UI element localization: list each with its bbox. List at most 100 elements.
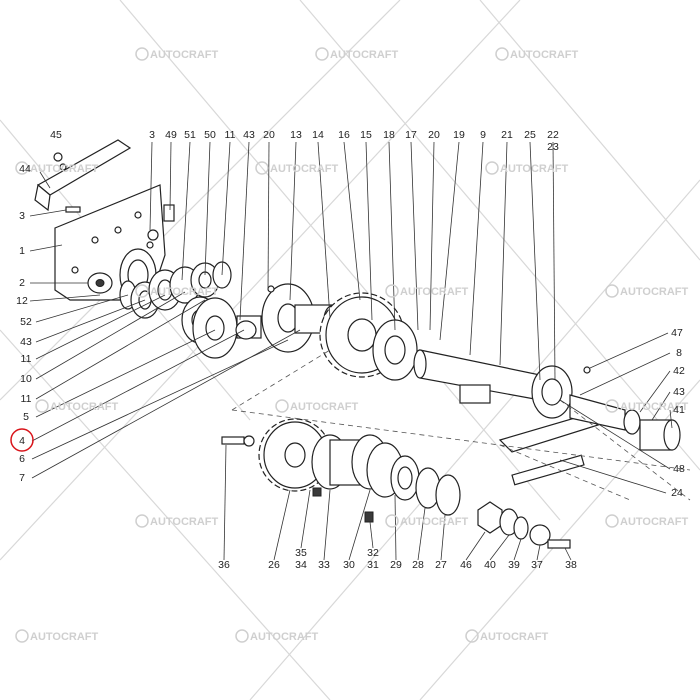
leader-line — [417, 507, 426, 561]
leader-line — [239, 141, 250, 321]
leader-line — [343, 141, 361, 301]
part-label: 49 — [165, 129, 177, 141]
watermark-text: AUTOCRAFT — [620, 401, 689, 413]
watermark-mark: AUTOCRAFT — [485, 161, 569, 175]
watermark-mark: AUTOCRAFT — [275, 399, 359, 413]
leader-line — [651, 391, 671, 421]
watermark-mark: AUTOCRAFT — [135, 284, 219, 298]
part-label: 20 — [428, 129, 440, 141]
part-label: 15 — [360, 129, 372, 141]
part-label: 5 — [23, 411, 29, 423]
watermark-mark: AUTOCRAFT — [315, 47, 399, 61]
watermark-logo-icon — [495, 47, 509, 61]
main-shaft — [413, 349, 541, 404]
leader-line — [465, 531, 486, 561]
leader-line — [149, 141, 153, 231]
watermark-texts: AUTOCRAFT AUTOCRAFT AUTOCRAFT AUTOCRAFT AUTO… — [15, 47, 689, 643]
leader-line — [29, 244, 63, 252]
leader-line — [223, 444, 227, 561]
part-label: 43 — [20, 336, 32, 348]
screw-3-left — [65, 206, 81, 213]
leader-line — [204, 141, 211, 276]
part-label: 12 — [16, 295, 28, 307]
watermark-text: AUTOCRAFT — [510, 49, 579, 61]
part-label: 37 — [531, 559, 543, 571]
part-label: 43 — [673, 386, 685, 398]
watermark-logo-icon — [315, 47, 329, 61]
watermark-text: AUTOCRAFT — [330, 49, 399, 61]
leader-line — [181, 141, 191, 281]
watermark-text: AUTOCRAFT — [400, 286, 469, 298]
leader-line — [289, 141, 297, 301]
splined-shaft-end — [569, 366, 681, 451]
leader-line — [35, 299, 206, 400]
part-label: 42 — [673, 365, 685, 377]
leader-line — [348, 489, 371, 561]
watermark-mark: AUTOCRAFT — [15, 161, 99, 175]
leader-line — [552, 141, 556, 381]
watermark-logo-icon — [135, 47, 149, 61]
watermark-mark: AUTOCRAFT — [385, 284, 469, 298]
leader-line — [29, 294, 101, 302]
watermark-mark: AUTOCRAFT — [495, 47, 579, 61]
part-label: 16 — [338, 129, 350, 141]
leader-line — [513, 538, 522, 561]
part-label: 30 — [343, 559, 355, 571]
leader-line — [31, 329, 301, 479]
watermark-text: AUTOCRAFT — [50, 401, 119, 413]
part-label: 19 — [453, 129, 465, 141]
part-label: 4 — [19, 435, 25, 447]
part-label: 41 — [673, 404, 685, 416]
watermark-logo-icon — [15, 629, 29, 643]
freewheel-drum — [311, 434, 461, 523]
leader-line — [469, 141, 484, 356]
leader-line — [639, 370, 671, 413]
watermark-logo-icon — [255, 161, 269, 175]
part-label: 35 — [295, 547, 307, 559]
leader-line — [394, 494, 397, 561]
part-label: 11 — [225, 129, 236, 141]
part-label: 21 — [501, 129, 513, 141]
watermark-text: AUTOCRAFT — [270, 163, 339, 175]
leader-line — [35, 329, 216, 418]
screw-45 — [53, 152, 67, 171]
watermark-text: AUTOCRAFT — [150, 286, 219, 298]
leader-line — [267, 141, 270, 291]
pillow-block — [498, 365, 600, 486]
nut-washer-stack — [477, 501, 571, 549]
part-label: 38 — [565, 559, 577, 571]
leader-line — [579, 352, 671, 396]
leader-line — [35, 299, 146, 343]
part-label: 25 — [524, 129, 536, 141]
part-label: 36 — [218, 559, 230, 571]
part-label: 23 — [547, 141, 559, 153]
part-label: 43 — [243, 129, 255, 141]
watermark-mark: AUTOCRAFT — [465, 629, 549, 643]
highlight-circle — [10, 428, 34, 452]
leader-line — [273, 489, 291, 561]
watermark-mark: AUTOCRAFT — [235, 629, 319, 643]
watermark-mark: AUTOCRAFT — [605, 284, 689, 298]
leader-line — [589, 332, 669, 369]
leader-line — [529, 141, 541, 381]
leader-line — [365, 141, 373, 321]
leader-line — [536, 544, 541, 561]
watermark-text: AUTOCRAFT — [480, 631, 549, 643]
watermark-logo-icon — [465, 629, 479, 643]
part-label: 44 — [19, 163, 31, 175]
part-label: 34 — [295, 559, 307, 571]
small-gear — [192, 297, 262, 359]
leader-line — [169, 141, 172, 211]
leader-line — [35, 294, 129, 323]
leader-line — [564, 547, 572, 561]
part-label: 50 — [204, 129, 216, 141]
watermark-text: AUTOCRAFT — [620, 286, 689, 298]
watermark-text: AUTOCRAFT — [30, 631, 99, 643]
leader-line — [410, 141, 419, 331]
leader-line — [440, 514, 446, 561]
watermark-logo-icon — [485, 161, 499, 175]
part-label: 3 — [19, 210, 25, 222]
leader-line — [35, 294, 166, 360]
